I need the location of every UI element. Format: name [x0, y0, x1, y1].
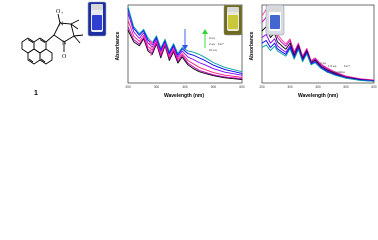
chart-1-series-5 [127, 8, 243, 74]
pyrene-ring-system [21, 37, 53, 65]
chart-1-x-axis-title: Wavelength (nm) [164, 93, 204, 99]
vial-inset-1 [87, 1, 107, 37]
chart-1-x-tick-200: 200 [125, 85, 131, 89]
chart-1-inset-cap [227, 7, 239, 12]
spectrum-panel-1: 0 eq 2 eq Fe³⁺ 10 eq 200 300 400 500 600… [112, 0, 246, 104]
chart-1-plot-frame [127, 4, 243, 84]
chart-2-x-axis-title: Wavelength (nm) [298, 93, 338, 99]
chart-2-annotation-0eq: 0 eq [320, 61, 326, 65]
chart-1-arrow-green [202, 29, 208, 48]
double-bond-4 [40, 58, 46, 63]
double-bond-3 [28, 58, 34, 63]
chart-1-inset-solution [228, 15, 238, 29]
chart-1-x-tick-400: 400 [182, 85, 188, 89]
chart-2-annotation-15eq: 1.5 eq [328, 64, 337, 68]
chart-2-svg: 0 eq 1.5 eq 2,2-bipyridine Fe³⁺ 200 300 … [246, 0, 378, 104]
chart-1-arrow-blue [182, 29, 188, 50]
chart-1-x-tick-300: 300 [154, 85, 160, 89]
methyl-1 [70, 19, 80, 25]
imidazoline-nitroxide [45, 13, 84, 52]
atom-n-bottom: N [62, 41, 67, 47]
imidazoline-ring [53, 22, 75, 43]
n-o-bond-top [57, 13, 61, 24]
chart-2-x-tick-600: 600 [371, 85, 377, 89]
chart-2-inset-cap [269, 7, 281, 12]
chart-1-vial-inset [223, 4, 243, 36]
chart-1-series-1 [127, 29, 243, 80]
pyrene-ring-4 [39, 48, 53, 65]
inset-1-solution [92, 15, 102, 30]
linker-bond [45, 34, 55, 43]
double-bond-2 [39, 39, 46, 43]
chart-2-y-axis-title: Absorbance [249, 31, 255, 60]
chart-2-vial-inset [265, 4, 285, 36]
atom-n-top: N [59, 22, 64, 28]
chart-1-arrow-pink [148, 40, 154, 56]
atom-o-top: O [56, 9, 61, 15]
chart-2-x-tick-500: 500 [343, 85, 349, 89]
methyl-2 [70, 23, 79, 30]
chart-1-x-tick-600: 600 [239, 85, 245, 89]
chart-1-series-4 [127, 12, 243, 76]
chart-1-arrow-blue-head [182, 45, 188, 50]
chart-1-arrow-pink-head [148, 40, 154, 44]
compound-label: 1 [34, 90, 38, 97]
chart-2-inset-solution [270, 15, 280, 29]
chart-2-x-tick-300: 300 [287, 85, 293, 89]
methyl-3 [73, 34, 84, 37]
chart-1-series-6 [127, 6, 243, 73]
chart-1-series-2 [127, 26, 243, 80]
pyrene-ring-3 [27, 48, 41, 65]
chart-1-annotation-0eq: 0 eq [209, 36, 215, 40]
double-bond-1 [27, 39, 34, 43]
spectrum-panel-2: 0 eq 1.5 eq 2,2-bipyridine Fe³⁺ 200 300 … [246, 0, 378, 104]
radical-mark: + [61, 10, 64, 15]
chart-1-annotation-2eq: 2 eq [209, 42, 215, 46]
methyl-4 [73, 35, 81, 44]
inset-1-cap [91, 4, 103, 10]
chart-1-svg: 0 eq 2 eq Fe³⁺ 10 eq 200 300 400 500 600… [112, 0, 246, 104]
chart-2-x-tick-400: 400 [315, 85, 321, 89]
chart-1-y-axis-title: Absorbance [115, 31, 121, 60]
chart-1-annotation-fe: Fe³⁺ [218, 42, 225, 46]
pyrene-ring-1 [21, 37, 35, 54]
figure-canvas: N O N O + 1 [0, 0, 378, 104]
pyrene-ring-2 [33, 37, 47, 54]
chart-1-arrow-green-head [202, 29, 208, 34]
molecule-diagram: N O N O + [21, 1, 107, 65]
chart-2-plot-frame [261, 4, 375, 84]
chart-1-series-3 [127, 19, 243, 78]
chart-1-annotation-10eq: 10 eq [209, 48, 217, 52]
chart-2-annotation-bipyridine: 2,2-bipyridine [327, 70, 345, 74]
chart-1-series-group [127, 6, 243, 80]
structure-panel: N O N O + 1 [0, 0, 112, 104]
chart-1-x-tick-500: 500 [211, 85, 217, 89]
chart-2-annotation-fe: Fe³⁺ [344, 64, 351, 68]
atom-o-bottom: O [62, 54, 67, 60]
chart-2-x-tick-200: 200 [259, 85, 265, 89]
chart-2-series-6 [261, 44, 375, 82]
